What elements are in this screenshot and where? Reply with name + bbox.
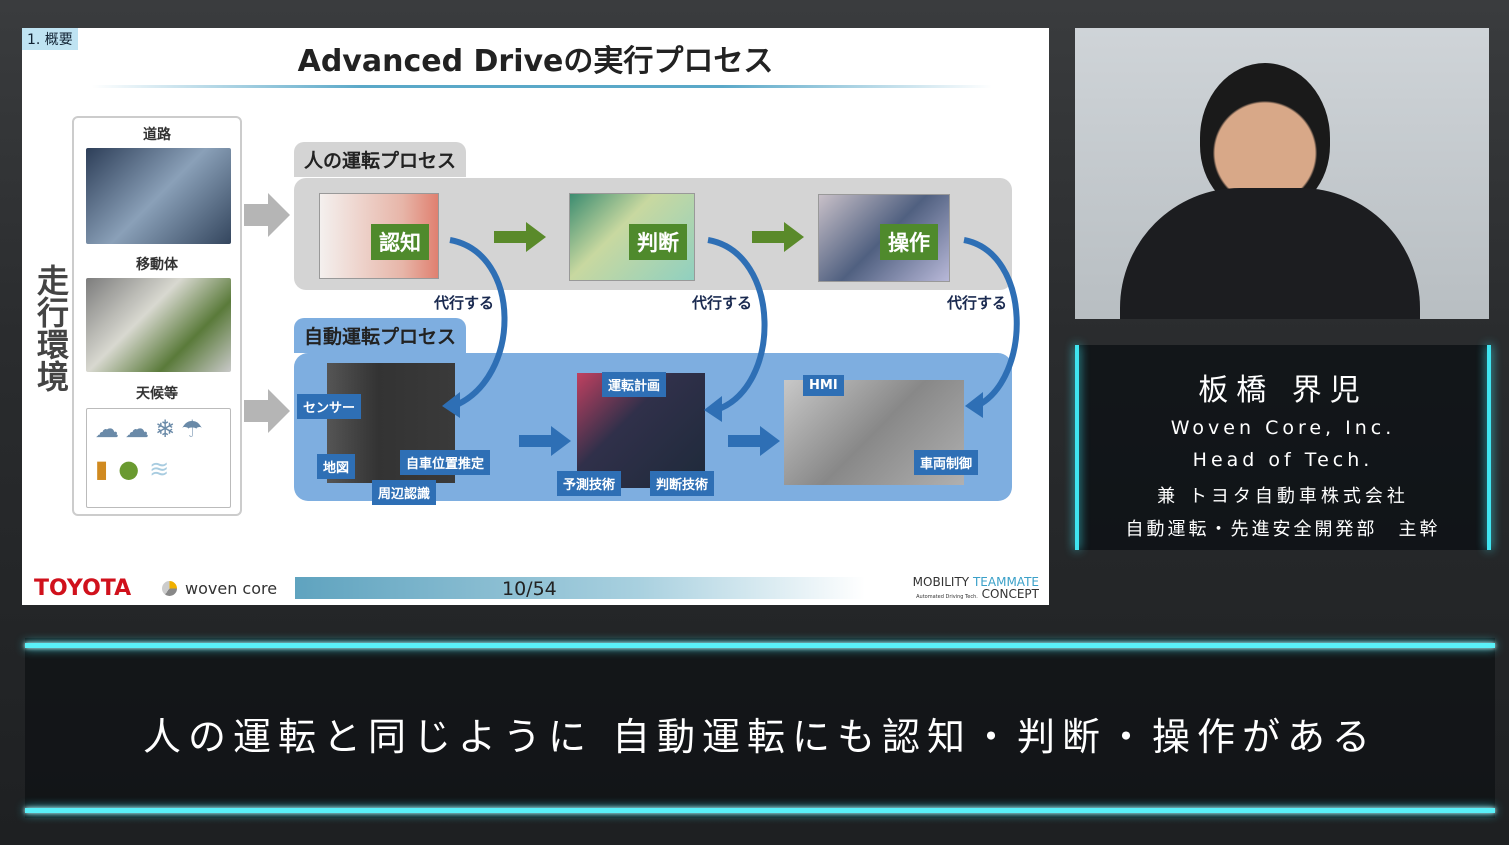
speaker-video [1075, 28, 1489, 319]
env-moving-label: 移動体 [136, 257, 178, 273]
label-prediction: 予測技術 [557, 471, 622, 496]
label-decision: 判断技術 [650, 471, 715, 496]
toyota-logo: TOYOTA [34, 576, 132, 601]
label-map: 地図 [317, 454, 356, 479]
presentation-slide: 1. 概要 Advanced Driveの実行プロセス 道路 移動体 天候等 ☁… [22, 28, 1049, 605]
footer-bar [295, 577, 865, 599]
proxy-label-1: 代行する [434, 294, 495, 312]
woven-core-logo: woven core [162, 579, 277, 598]
label-sensor: センサー [297, 394, 362, 419]
label-driving-plan: 運転計画 [602, 372, 667, 397]
road-image [86, 148, 231, 244]
woven-core-text: woven core [185, 579, 278, 598]
environment-panel: 道路 移動体 天候等 ☁☁❄☂ ▮●≋ [72, 116, 242, 516]
section-tag: 1. 概要 [22, 28, 78, 50]
blue-arrow-icon [728, 426, 780, 456]
speaker-company: Woven Core, Inc. [1170, 417, 1396, 439]
weather-storm-icon: ☁☁❄☂ [95, 415, 209, 443]
step-judgment: 判断 [629, 224, 687, 260]
blue-arrow-icon [519, 426, 571, 456]
mtc-concept: CONCEPT [981, 587, 1039, 601]
label-localization: 自車位置推定 [400, 450, 491, 475]
weather-icons: ☁☁❄☂ ▮●≋ [86, 408, 231, 508]
proxy-label-2: 代行する [692, 294, 753, 312]
slide-footer: TOYOTA woven core 10/54 MOBILITY TEAMMAT… [22, 573, 1049, 605]
caption-text: 人の運転と同じように 自動運転にも認知・判断・操作がある [142, 715, 1378, 759]
label-surrounding: 周辺認識 [372, 480, 437, 505]
human-process-title: 人の運転プロセス [294, 142, 467, 177]
env-to-human-arrow-icon [268, 193, 290, 237]
speaker-role: Head of Tech. [1192, 449, 1374, 471]
mtc-sub: Automated Driving Tech. [916, 594, 978, 600]
speaker-body [1120, 188, 1420, 319]
title-divider [92, 85, 992, 88]
caption-bar: 人の運転と同じように 自動運転にも認知・判断・操作がある [25, 638, 1495, 818]
page-number: 10/54 [502, 578, 557, 600]
label-vehicle-control: 車両制御 [914, 450, 979, 475]
env-weather-label: 天候等 [136, 386, 178, 402]
env-road-label: 道路 [143, 127, 171, 143]
caption-top-line [25, 643, 1495, 648]
green-arrow-icon [494, 222, 546, 252]
speaker-name: 板橋 界児 [1198, 373, 1368, 408]
mobility-teammate-logo: MOBILITY TEAMMATE Automated Driving Tech… [913, 576, 1039, 603]
label-hmi: HMI [803, 375, 844, 396]
proxy-curved-arrows [442, 237, 1020, 422]
proxy-label-3: 代行する [947, 294, 1008, 312]
weather-heat-icon: ▮●≋ [95, 455, 180, 483]
speaker-concurrent: 兼 トヨタ自動車株式会社 [1157, 486, 1409, 507]
slide-title: Advanced Driveの実行プロセス [297, 44, 774, 79]
speaker-department: 自動運転・先進安全開発部 主幹 [1125, 519, 1441, 540]
mtc-teammate: TEAMMATE [972, 575, 1039, 589]
step-operation: 操作 [880, 224, 938, 260]
traffic-image [86, 278, 231, 372]
mtc-mobility: MOBILITY [912, 575, 970, 589]
step-recognition: 認知 [371, 224, 429, 260]
env-arrow-stem [244, 400, 268, 422]
green-arrow-icon [752, 222, 804, 252]
woven-logo-icon [162, 581, 177, 596]
auto-process-title: 自動運転プロセス [294, 318, 467, 353]
environment-label: 走行環境 [32, 264, 70, 392]
caption-bottom-line [25, 808, 1495, 813]
env-to-auto-arrow-icon [268, 389, 290, 433]
env-arrow-stem [244, 204, 268, 226]
speaker-name-panel: 板橋 界児 Woven Core, Inc. Head of Tech. 兼 ト… [1075, 345, 1491, 550]
